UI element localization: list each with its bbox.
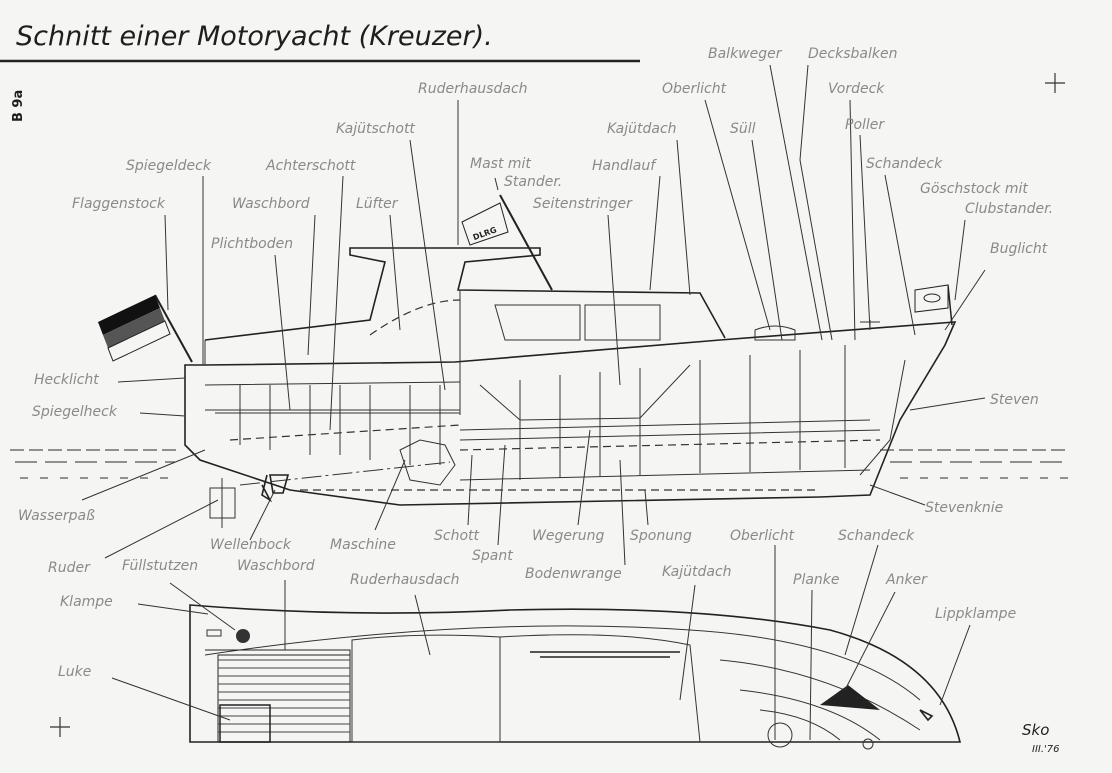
label-spiegelheck: Spiegelheck [32,404,118,420]
label-flaggenstock: Flaggenstock [72,196,166,212]
label-spant: Spant [472,548,513,564]
sheet-code: B 9a [11,90,26,122]
flag-stern [98,294,193,363]
label-kajuetschott: Kajütschott [336,121,415,137]
label-hecklicht: Hecklicht [34,372,99,388]
label-spiegeldeck: Spiegeldeck [126,158,212,174]
registration-marks [50,73,1065,737]
signature-initials: Sko [1022,721,1049,739]
label-lippklampe: Lippklampe [935,606,1016,622]
label-oberlicht: Oberlicht [662,81,727,97]
plan-view-deck [189,604,962,750]
label-decksbalken: Decksbalken [808,46,897,62]
label-seitenstringer: Seitenstringer [533,196,633,212]
label-fuellstutzen: Füllstutzen [122,558,198,574]
label-plan-waschbord: Waschbord [237,558,315,574]
hatch-luke [219,704,271,743]
label-ruderhausdach: Ruderhausdach [418,81,528,97]
label-achterschott: Achterschott [265,158,356,174]
waterline [10,449,1070,479]
label-sponung: Sponung [630,528,692,544]
label-maschine: Maschine [330,537,396,553]
label-mast-line1: Mast mit [470,156,531,172]
signature: Sko III.'76 [1022,721,1060,755]
plan-view-labels: Oberlicht Schandeck Füllstutzen Waschbor… [58,528,1016,680]
side-view-hull [184,247,957,528]
label-goeschstock-line2: Clubstander. [965,201,1053,217]
mast-with-dlrg-pennant: DLRG [461,194,553,291]
label-klampe: Klampe [60,594,113,610]
label-plan-ruderhausdach: Ruderhausdach [350,572,460,588]
label-balkweger: Balkweger [708,46,783,62]
side-view-labels: Ruderhausdach Kajütschott Spiegeldeck Ac… [18,46,1053,582]
signature-date: III.'76 [1032,744,1060,755]
goeschstock-flag [914,284,953,326]
label-goeschstock-line1: Göschstock mit [920,181,1028,197]
label-poller: Poller [845,117,885,133]
label-plan-kajuetdach: Kajütdach [662,564,732,580]
label-handlauf: Handlauf [592,158,657,174]
label-plan-schandeck: Schandeck [838,528,915,544]
label-vordeck: Vordeck [828,81,885,97]
label-steven: Steven [990,392,1039,408]
label-luefter: Lüfter [356,196,399,212]
label-suell: Süll [730,121,756,137]
diagram-title: Schnitt einer Motoryacht (Kreuzer). [16,21,493,52]
anchor-mark [820,685,880,710]
label-luke: Luke [58,664,91,680]
label-buglicht: Buglicht [990,241,1048,257]
label-waschbord: Waschbord [232,196,310,212]
leader-lines [81,64,986,741]
label-wellenbock: Wellenbock [210,537,292,553]
label-stevenknie: Stevenknie [925,500,1003,516]
label-bodenwrange: Bodenwrange [525,566,622,582]
label-plichtboden: Plichtboden [211,236,293,252]
label-planke: Planke [793,572,840,588]
label-wegerung: Wegerung [532,528,604,544]
label-wasserpass: Wasserpaß [18,508,95,524]
label-anker: Anker [885,572,928,588]
label-schott: Schott [434,528,480,544]
label-plan-oberlicht: Oberlicht [730,528,795,544]
label-schandeck: Schandeck [866,156,943,172]
label-mast-line2: Stander. [504,174,562,190]
fuellstutzen-cap [236,629,250,643]
label-ruder: Ruder [48,560,91,576]
label-kajuetdach: Kajütdach [607,121,677,137]
